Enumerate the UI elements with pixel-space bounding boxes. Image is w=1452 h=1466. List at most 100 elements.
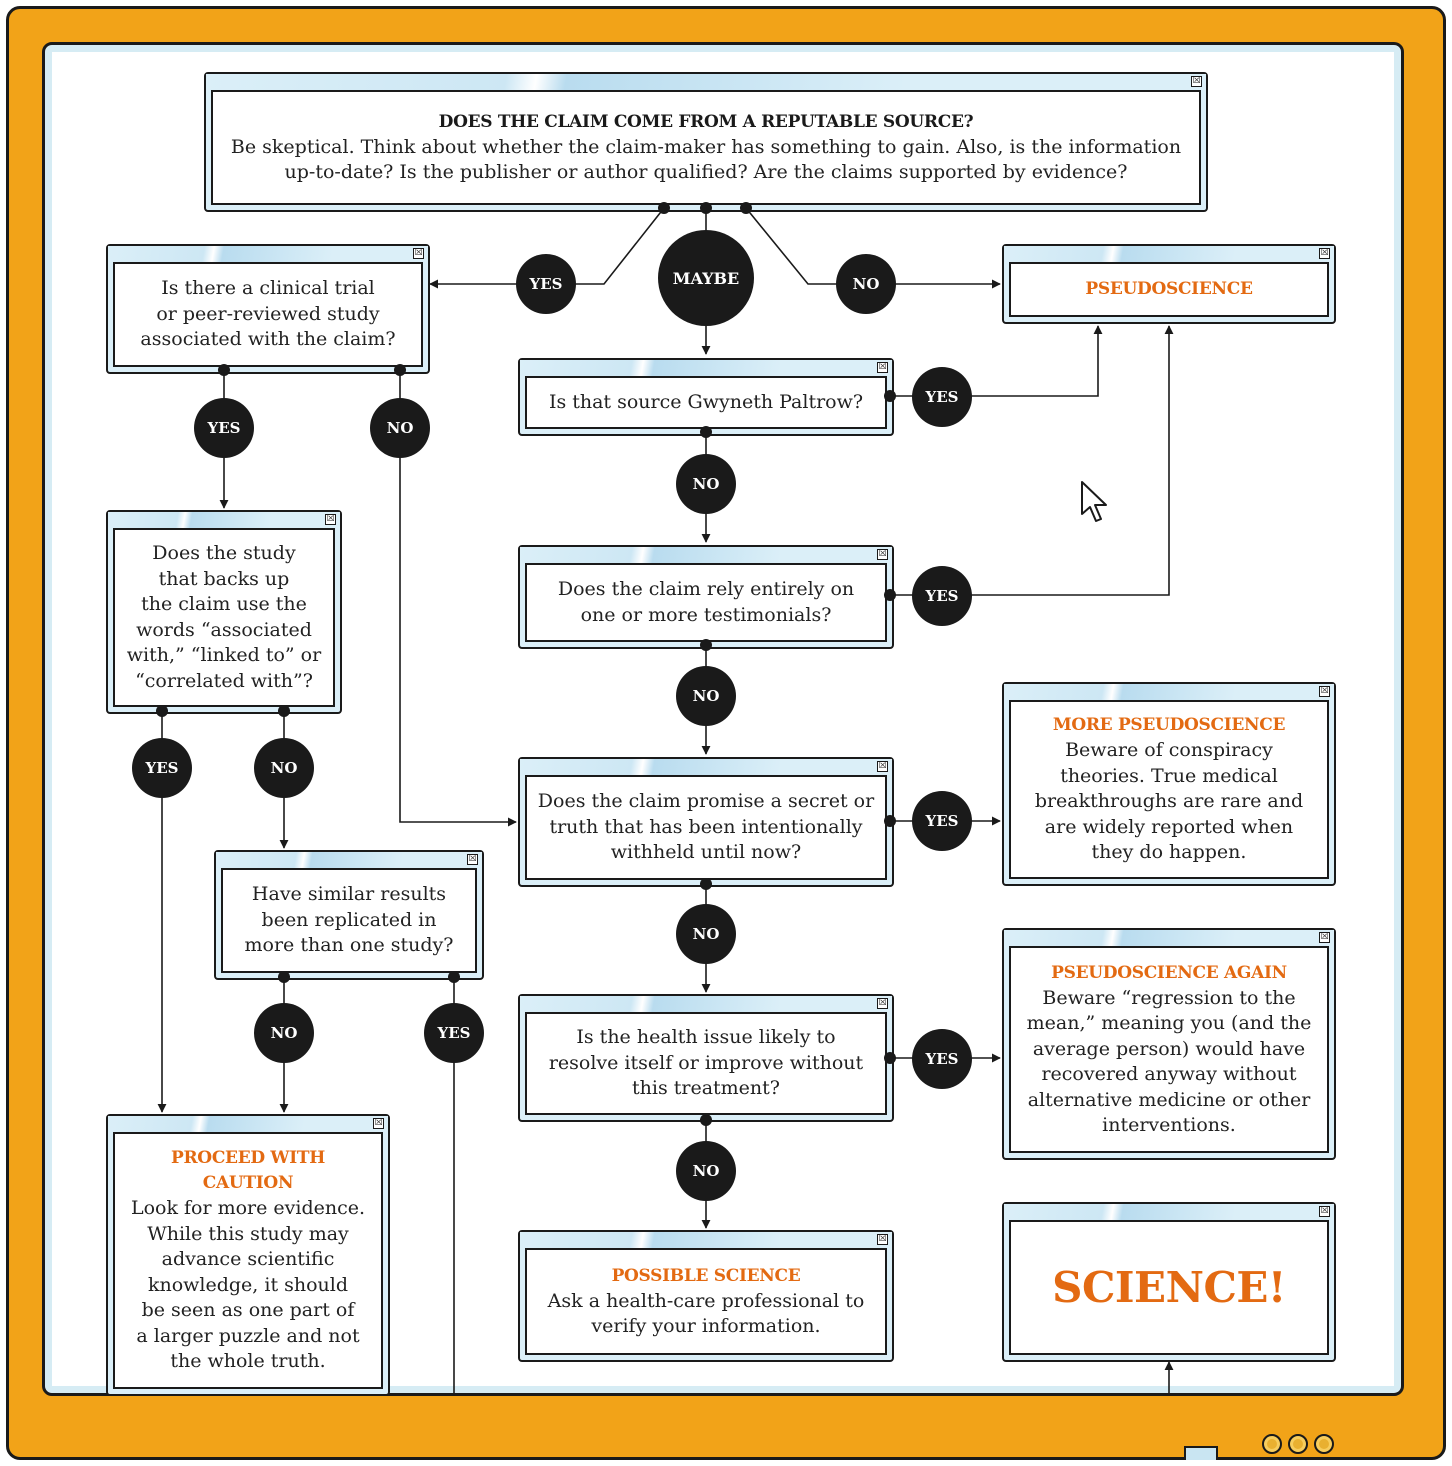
yes-badge: YES [194, 398, 254, 458]
connector-dot [700, 639, 712, 651]
close-icon[interactable]: ☒ [1319, 932, 1330, 943]
no-badge: NO [676, 904, 736, 964]
no-badge: NO [254, 1003, 314, 1063]
no-badge: NO [676, 666, 736, 726]
box-more-pseudoscience: ☒ MORE PSEUDOSCIENCE Beware of conspirac… [1002, 682, 1336, 886]
box-title: POSSIBLE SCIENCE [611, 1265, 801, 1286]
box-title: DOES THE CLAIM COME FROM A REPUTABLE SOU… [438, 111, 974, 132]
box-text: Is there a clinical trial or peer-review… [140, 277, 396, 351]
box-text: Be skeptical. Think about whether the cl… [230, 135, 1182, 184]
titlebar [520, 759, 892, 775]
mouse-cursor-icon [1081, 481, 1107, 522]
titlebar [1004, 684, 1334, 700]
yes-badge: YES [912, 566, 972, 626]
box-text: Beware of conspiracy theories. True medi… [1034, 739, 1304, 864]
connector-testimonials-yes [890, 325, 1174, 596]
close-icon[interactable]: ☒ [1319, 248, 1330, 259]
close-icon[interactable]: ☒ [1319, 686, 1330, 697]
box-body: DOES THE CLAIM COME FROM A REPUTABLE SOU… [211, 90, 1201, 205]
box-body: POSSIBLE SCIENCE Ask a health-care profe… [525, 1248, 887, 1355]
connector-dot [884, 815, 896, 827]
box-clinical-trial: ☒ Is there a clinical trial or peer-revi… [106, 244, 430, 374]
titlebar [520, 1232, 892, 1248]
no-badge: NO [676, 454, 736, 514]
yes-badge: YES [424, 1003, 484, 1063]
box-body: MORE PSEUDOSCIENCE Beware of conspiracy … [1009, 700, 1329, 879]
close-icon[interactable]: ☒ [877, 998, 888, 1009]
power-button[interactable] [1262, 1434, 1282, 1454]
close-icon[interactable]: ☒ [1191, 76, 1202, 87]
titlebar [1004, 1204, 1334, 1220]
box-body: Does the study that backs up the claim u… [113, 528, 335, 707]
connector-clinical-no [399, 370, 517, 827]
yes-badge: YES [132, 738, 192, 798]
box-pseudoscience: ☒ PSEUDOSCIENCE [1002, 244, 1336, 324]
box-body: Is there a clinical trial or peer-review… [113, 262, 423, 367]
connector-dot [448, 971, 460, 983]
box-text: Does the claim promise a secret or truth… [537, 790, 875, 864]
box-possible-science: ☒ POSSIBLE SCIENCE Ask a health-care pro… [518, 1230, 894, 1362]
box-body: PROCEED WITH CAUTION Look for more evide… [113, 1132, 383, 1389]
no-badge: NO [676, 1141, 736, 1201]
titlebar [206, 74, 1206, 90]
close-icon[interactable]: ☒ [467, 854, 478, 865]
box-title: MORE PSEUDOSCIENCE [1052, 715, 1286, 736]
connector-dot [278, 971, 290, 983]
close-icon[interactable]: ☒ [877, 549, 888, 560]
connector-dot [740, 202, 752, 214]
titlebar [520, 360, 892, 376]
connector-source-no [745, 207, 1001, 289]
yes-badge: YES [912, 1029, 972, 1089]
box-pseudoscience-again: ☒ PSEUDOSCIENCE AGAIN Beware “regression… [1002, 928, 1336, 1160]
box-text: Is the health issue likely to resolve it… [548, 1026, 864, 1100]
box-title: SCIENCE! [1052, 1263, 1286, 1312]
box-text: Beware “regression to the mean,” meaning… [1026, 986, 1312, 1137]
menu-button[interactable] [1288, 1434, 1308, 1454]
box-body: Does the claim promise a secret or truth… [525, 775, 887, 880]
yes-badge: YES [516, 254, 576, 314]
connector-dot [700, 426, 712, 438]
box-body: SCIENCE! [1009, 1220, 1329, 1355]
box-reputable-source: ☒ DOES THE CLAIM COME FROM A REPUTABLE S… [204, 72, 1208, 212]
box-body: Is that source Gwyneth Paltrow? [525, 376, 887, 429]
brightness-button[interactable] [1314, 1434, 1334, 1454]
connector-source-yes [429, 207, 665, 289]
box-body: Does the claim rely entirely on one or m… [525, 563, 887, 642]
titlebar [1004, 246, 1334, 262]
titlebar [108, 246, 428, 262]
box-text: Does the claim rely entirely on one or m… [557, 578, 855, 626]
box-body: PSEUDOSCIENCE [1009, 262, 1329, 317]
connector-dot [884, 390, 896, 402]
connector-dot [394, 364, 406, 376]
box-text: Have similar results been replicated in … [244, 883, 454, 957]
connector-dot [884, 589, 896, 601]
connector-dot [884, 1052, 896, 1064]
close-icon[interactable]: ☒ [413, 248, 424, 259]
titlebar [520, 547, 892, 563]
titlebar [520, 996, 892, 1012]
yes-badge: YES [912, 791, 972, 851]
box-text: Is that source Gwyneth Paltrow? [548, 390, 864, 413]
box-text: Look for more evidence. While this study… [130, 1197, 366, 1373]
close-icon[interactable]: ☒ [877, 761, 888, 772]
box-associated-with: ☒ Does the study that backs up the claim… [106, 510, 342, 714]
close-icon[interactable]: ☒ [877, 1234, 888, 1245]
box-body: Have similar results been replicated in … [221, 868, 477, 973]
titlebar [216, 852, 482, 868]
close-icon[interactable]: ☒ [325, 514, 336, 525]
close-icon[interactable]: ☒ [373, 1118, 384, 1129]
connector-dot [700, 202, 712, 214]
box-text: Ask a health-care professional to verify… [547, 1289, 865, 1338]
box-testimonials: ☒ Does the claim rely entirely on one or… [518, 545, 894, 649]
close-icon[interactable]: ☒ [877, 362, 888, 373]
box-text: Does the study that backs up the claim u… [126, 542, 322, 692]
connector-replicated-yes [453, 977, 1174, 1395]
box-resolve-itself: ☒ Is the health issue likely to resolve … [518, 994, 894, 1122]
titlebar [1004, 930, 1334, 946]
box-science: ☒ SCIENCE! [1002, 1202, 1336, 1362]
close-icon[interactable]: ☒ [1319, 1206, 1330, 1217]
connector-dot [700, 1114, 712, 1126]
connector-dot [658, 202, 670, 214]
titlebar [108, 512, 340, 528]
no-badge: NO [836, 254, 896, 314]
